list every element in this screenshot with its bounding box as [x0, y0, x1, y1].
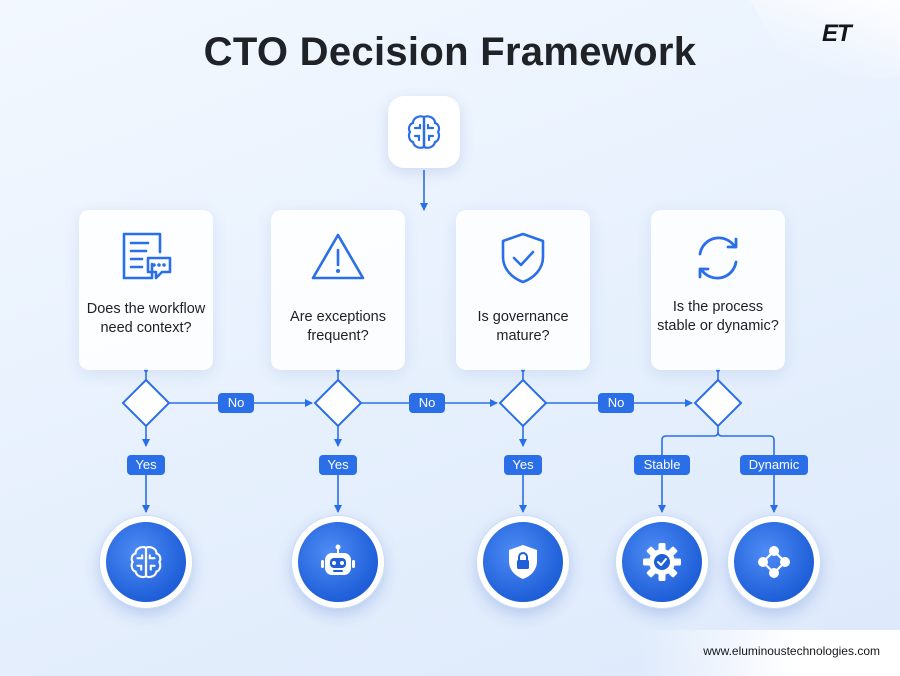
question-text: Is the process stable or dynamic?: [657, 299, 779, 334]
brain-circuit-icon: [407, 115, 441, 149]
branch-label-stable: Stable: [634, 455, 690, 475]
branch-label-no: No: [598, 393, 634, 413]
outcome-stable-process: [616, 516, 708, 608]
decision-diamond-1: [121, 378, 171, 428]
branch-label-yes: Yes: [319, 455, 357, 475]
dynamic-branch: [717, 431, 775, 455]
brain-circuit-icon: [130, 546, 162, 579]
brand-logo: ET: [822, 20, 852, 47]
shield-check-icon: [501, 232, 545, 284]
decision-diamond-4: [693, 378, 743, 428]
refresh-cycle-icon: [698, 236, 738, 280]
outcome-automation-bot: [292, 516, 384, 608]
footer-decoration: [640, 630, 900, 676]
decision-diamond-2: [313, 378, 363, 428]
branch-label-yes: Yes: [127, 455, 165, 475]
warning-triangle-icon: [311, 233, 365, 280]
question-text: Are exceptions frequent?: [290, 309, 386, 344]
outcome-ai-reasoning: [100, 516, 192, 608]
stable-branch: [661, 426, 719, 455]
shield-lock-icon: [509, 545, 537, 579]
gear-check-icon: [643, 543, 681, 581]
branch-label-no: No: [218, 393, 254, 413]
branch-label-no: No: [409, 393, 445, 413]
outcome-governance-lock: [477, 516, 569, 608]
network-nodes-icon: [758, 546, 790, 578]
question-text: Is governance mature?: [477, 309, 569, 344]
website-url: www.eluminoustechnologies.com: [703, 644, 880, 658]
decision-diamond-3: [498, 378, 548, 428]
start-node: [388, 96, 460, 168]
page-title: CTO Decision Framework: [203, 30, 697, 74]
question-card-governance: Is governance mature?: [456, 210, 590, 370]
robot-icon: [321, 544, 355, 575]
question-card-exceptions: Are exceptions frequent?: [271, 210, 405, 370]
branch-label-yes: Yes: [504, 455, 542, 475]
document-chat-icon: [122, 232, 172, 280]
outcome-dynamic-network: [728, 516, 820, 608]
question-text: Does the workflow need context?: [86, 301, 206, 336]
question-card-context: Does the workflow need context?: [79, 210, 213, 370]
question-card-process: Is the process stable or dynamic?: [651, 210, 785, 370]
branch-label-dynamic: Dynamic: [740, 455, 808, 475]
